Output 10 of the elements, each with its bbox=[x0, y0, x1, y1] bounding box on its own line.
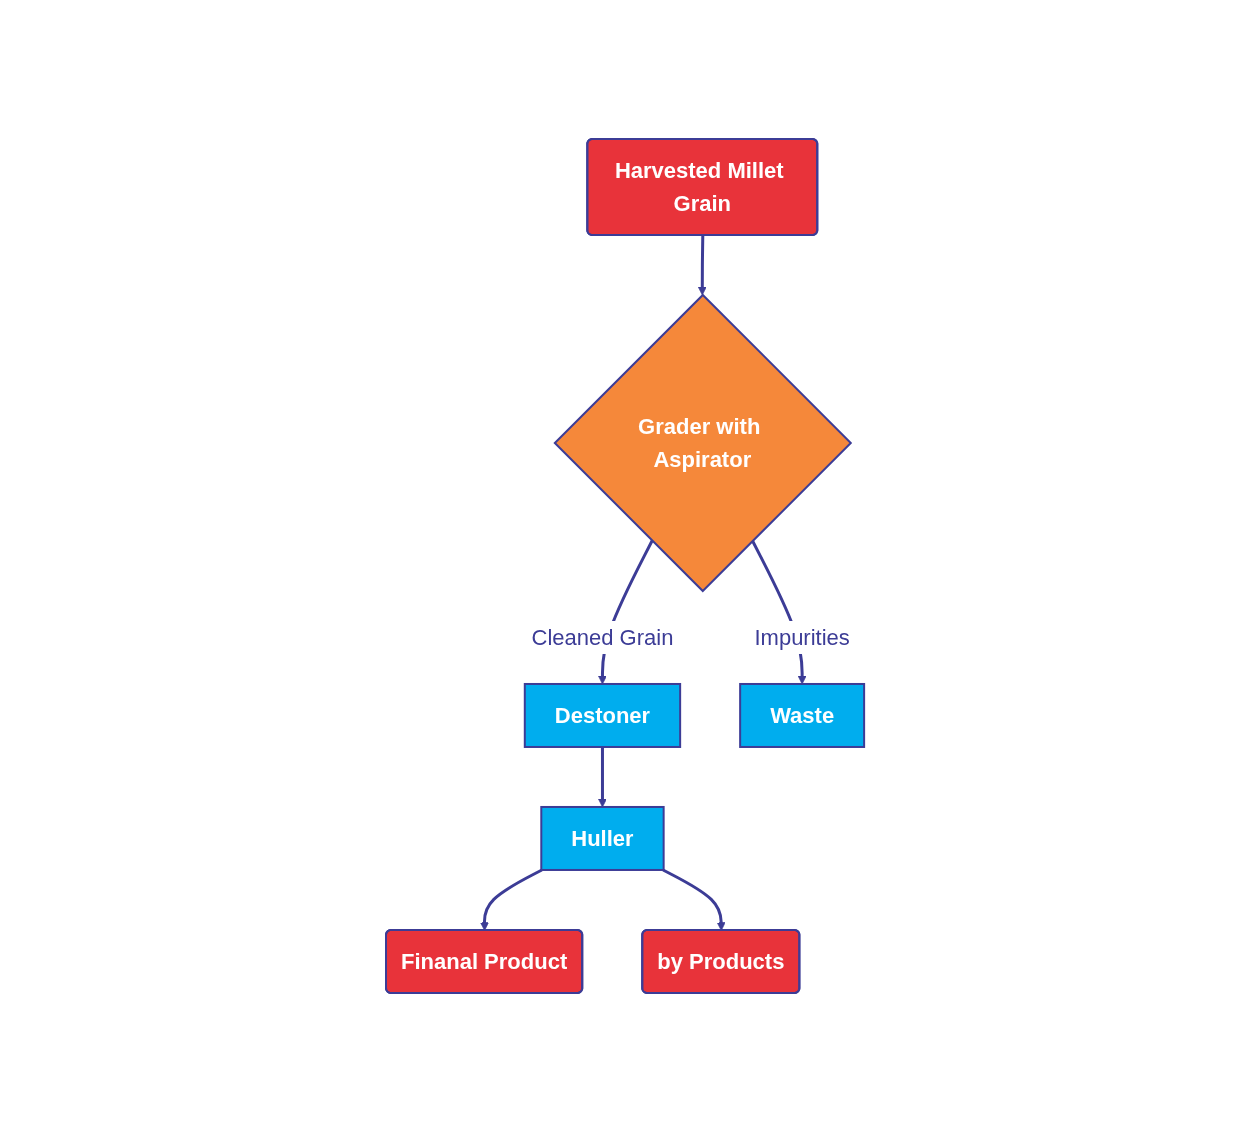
arrow bbox=[598, 746, 607, 807]
arrow bbox=[480, 868, 543, 931]
node-box: Huller bbox=[540, 805, 665, 871]
node-box: Waste bbox=[739, 682, 866, 748]
arrow bbox=[697, 235, 707, 295]
arrow bbox=[662, 868, 726, 931]
edge-label: Impurities bbox=[754, 624, 850, 650]
node-box: Destoner bbox=[523, 682, 682, 748]
node-diamond: Grader with Aspirator bbox=[553, 293, 853, 592]
edge-label: Cleaned Grain bbox=[531, 624, 674, 650]
